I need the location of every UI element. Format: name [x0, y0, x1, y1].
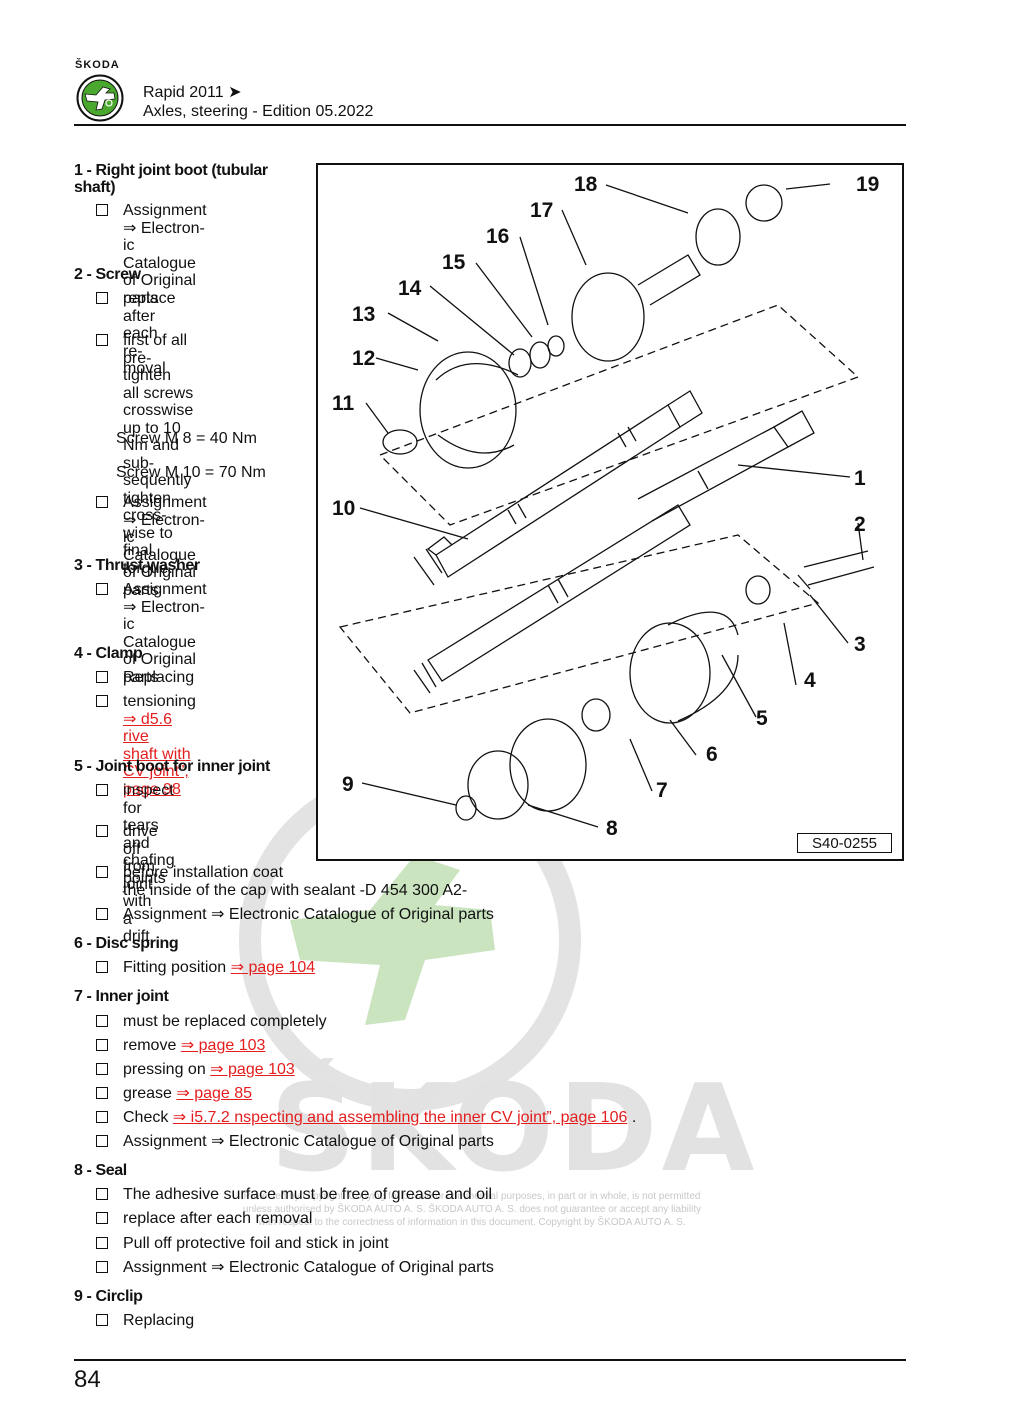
item-6-heading: 6 - Disc spring: [74, 935, 179, 952]
callout-8: 8: [606, 817, 618, 840]
exploded-view-figure: [316, 163, 904, 861]
callout-4: 4: [804, 669, 816, 692]
checkbox-icon: [96, 695, 108, 707]
item-8-heading: 8 - Seal: [74, 1162, 127, 1179]
checkbox-icon: [96, 1111, 108, 1123]
link-page-104[interactable]: ⇒ page 104: [230, 959, 316, 976]
callout-15: 15: [442, 251, 466, 274]
skoda-watermark-icon: ŠKODA: [239, 769, 759, 1199]
copyright-notice: Protected by copyright. Copying for priv…: [242, 1191, 702, 1228]
link-drive-shaft-2[interactable]: shaft with CV joint”,: [123, 745, 191, 781]
callout-labels: 1 2 3 4 5 6 7 8 9 10 11 12 13 14 15 16 1…: [332, 173, 879, 840]
item-4-heading: 4 - Clamp: [74, 645, 143, 662]
checkbox-icon: [96, 1015, 108, 1027]
footer-divider: [74, 1359, 906, 1361]
item-5-heading: 5 - Joint boot for inner joint: [74, 758, 270, 775]
callout-11: 11: [332, 392, 355, 415]
callout-9: 9: [342, 773, 354, 796]
item-3-heading: 3 - Thrust washer: [74, 557, 200, 574]
link-page-85[interactable]: ⇒ page 85: [176, 1085, 253, 1102]
brand-wordmark: ŠKODA: [75, 59, 120, 71]
checkbox-icon: [96, 961, 108, 973]
checkbox-icon: [96, 825, 108, 837]
callout-13: 13: [352, 303, 375, 326]
checkbox-icon: [96, 1212, 108, 1224]
checkbox-icon: [96, 292, 108, 304]
drive-shaft-diagram: 1 2 3 4 5 6 7 8 9 10 11 12 13 14 15 16 1…: [332, 173, 879, 840]
checkbox-icon: [96, 1314, 108, 1326]
item-2-heading: 2 - Screw: [74, 266, 141, 283]
manual-title: Axles, steering - Edition 05.2022: [143, 103, 374, 120]
callout-7: 7: [656, 779, 668, 802]
callout-16: 16: [486, 225, 509, 248]
checkbox-icon: [96, 334, 108, 346]
skoda-logo-icon: [76, 74, 124, 122]
callout-1: 1: [854, 467, 866, 490]
model-line: Rapid 2011 ➤: [143, 84, 242, 101]
checkbox-icon: [96, 1188, 108, 1200]
checkbox-icon: [96, 671, 108, 683]
callout-17: 17: [530, 199, 553, 222]
checkbox-icon: [96, 496, 108, 508]
torque-m10: Screw M 10 = 70 Nm: [116, 464, 266, 481]
link-page-103-pressing[interactable]: ⇒ page 103: [210, 1061, 295, 1078]
callout-2: 2: [854, 513, 866, 536]
checkbox-icon: [96, 583, 108, 595]
callout-19: 19: [856, 173, 879, 196]
callout-10: 10: [332, 497, 355, 520]
checkbox-icon: [96, 1087, 108, 1099]
watermark-brand: ŠKODA: [270, 1059, 759, 1199]
link-page-103-remove[interactable]: ⇒ page 103: [180, 1037, 266, 1054]
header-divider: [74, 124, 906, 126]
item-7-heading: 7 - Inner joint: [74, 988, 169, 1005]
checkbox-icon: [96, 204, 108, 216]
callout-3: 3: [854, 633, 866, 656]
checkbox-icon: [96, 908, 108, 920]
page-number: 84: [74, 1366, 101, 1393]
callout-6: 6: [706, 743, 718, 766]
callout-12: 12: [352, 347, 375, 370]
link-drive-shaft[interactable]: ⇒ d5.6 rive: [123, 710, 172, 746]
callout-14: 14: [398, 277, 422, 300]
link-page-98[interactable]: page 98: [123, 780, 181, 798]
checkbox-icon: [96, 866, 108, 878]
callout-5: 5: [756, 707, 768, 730]
callout-18: 18: [574, 173, 598, 196]
checkbox-icon: [96, 1039, 108, 1051]
item-9-heading: 9 - Circlip: [74, 1288, 143, 1305]
figure-reference: S40-0255: [797, 833, 892, 853]
checkbox-icon: [96, 784, 108, 796]
checkbox-icon: [96, 1237, 108, 1249]
checkbox-icon: [96, 1261, 108, 1273]
checkbox-icon: [96, 1135, 108, 1147]
checkbox-icon: [96, 1063, 108, 1075]
link-inspecting-inner-cv-joint[interactable]: ⇒ i5.7.2 nspecting and assembling the in…: [172, 1109, 628, 1126]
torque-m8: Screw M 8 = 40 Nm: [116, 430, 257, 447]
